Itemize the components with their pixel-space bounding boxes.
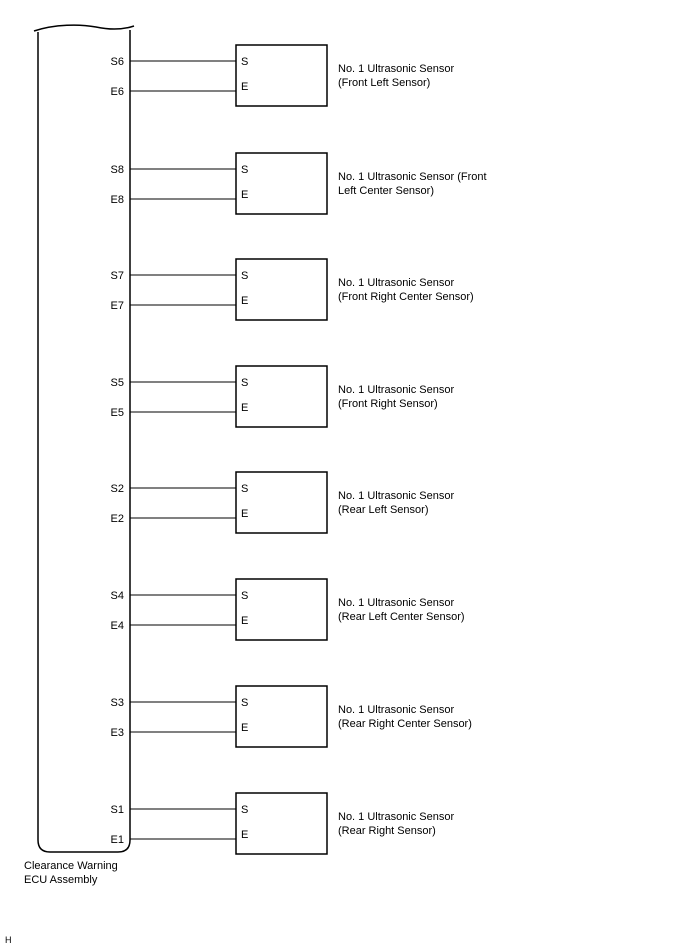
ecu-pin-e-label: E4 [111,620,124,632]
ecu-assembly-label: Clearance Warning ECU Assembly [24,859,118,887]
ecu-pin-s-label: S2 [111,483,124,495]
ecu-pin-s-label: S1 [111,804,124,816]
ecu-label-line2: ECU Assembly [24,874,98,886]
ecu-pin-s-label: S6 [111,56,124,68]
sensor-terminal-e: E [241,722,248,734]
corner-mark: H [5,935,12,945]
sensor-terminal-s: S [241,483,248,495]
ecu-pin-e-label: E3 [111,727,124,739]
ecu-label-line1: Clearance Warning [24,860,118,872]
sensor-box [235,258,328,321]
sensor-box [235,685,328,748]
sensor-name-line2: (Rear Right Sensor) [338,825,436,837]
sensor-box [235,471,328,534]
ecu-assembly-outline [37,30,131,853]
sensor-name-line1: No. 1 Ultrasonic Sensor [338,277,454,289]
ecu-pin-e-label: E8 [111,194,124,206]
ecu-pin-e-label: E7 [111,300,124,312]
sensor-name-line2: Left Center Sensor) [338,185,434,197]
ecu-pin-s-label: S4 [111,590,124,602]
sensor-box [235,365,328,428]
sensor-terminal-e: E [241,81,248,93]
sensor-name-line2: (Front Right Center Sensor) [338,291,474,303]
ecu-pin-s-label: S7 [111,270,124,282]
sensor-terminal-s: S [241,270,248,282]
sensor-name-line1: No. 1 Ultrasonic Sensor [338,490,454,502]
sensor-box [235,44,328,107]
sensor-terminal-s: S [241,697,248,709]
ecu-pin-e-label: E5 [111,407,124,419]
sensor-terminal-e: E [241,508,248,520]
ecu-break-mark [33,24,135,32]
sensor-box [235,152,328,215]
ecu-pin-s-label: S5 [111,377,124,389]
sensor-terminal-s: S [241,56,248,68]
sensor-name-line1: No. 1 Ultrasonic Sensor (Front [338,171,487,183]
sensor-terminal-e: E [241,402,248,414]
sensor-name-line1: No. 1 Ultrasonic Sensor [338,811,454,823]
sensor-name-line2: (Rear Left Center Sensor) [338,611,465,623]
sensor-name-line2: (Rear Right Center Sensor) [338,718,472,730]
ecu-pin-e-label: E1 [111,834,124,846]
sensor-name-line1: No. 1 Ultrasonic Sensor [338,384,454,396]
sensor-box [235,792,328,855]
sensor-terminal-s: S [241,377,248,389]
sensor-name-line2: (Front Left Sensor) [338,77,430,89]
sensor-name-line2: (Rear Left Sensor) [338,504,428,516]
sensor-terminal-e: E [241,829,248,841]
sensor-terminal-s: S [241,804,248,816]
sensor-name-line1: No. 1 Ultrasonic Sensor [338,63,454,75]
sensor-terminal-s: S [241,164,248,176]
ecu-pin-e-label: E6 [111,86,124,98]
sensor-terminal-e: E [241,189,248,201]
sensor-name-line2: (Front Right Sensor) [338,398,438,410]
sensor-box [235,578,328,641]
ecu-pin-s-label: S3 [111,697,124,709]
ecu-pin-s-label: S8 [111,164,124,176]
sensor-terminal-e: E [241,615,248,627]
sensor-terminal-e: E [241,295,248,307]
ecu-pin-e-label: E2 [111,513,124,525]
sensor-terminal-s: S [241,590,248,602]
sensor-name-line1: No. 1 Ultrasonic Sensor [338,704,454,716]
sensor-name-line1: No. 1 Ultrasonic Sensor [338,597,454,609]
